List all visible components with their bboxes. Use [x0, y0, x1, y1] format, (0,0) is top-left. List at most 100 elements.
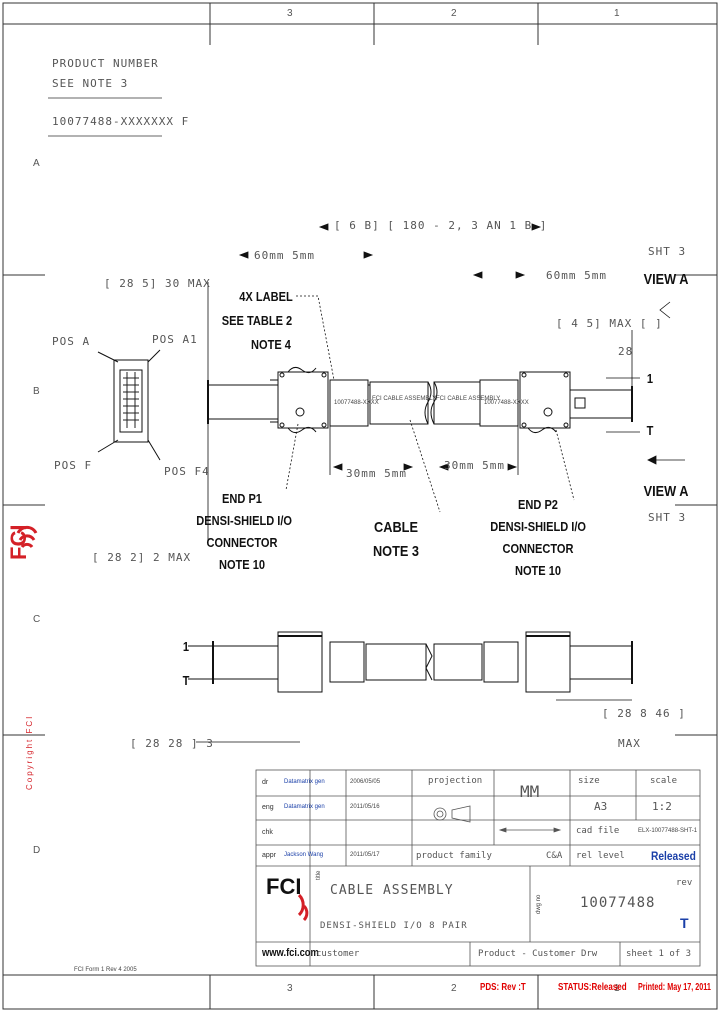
product-number-note: SEE NOTE 3 — [52, 77, 129, 90]
footer-printed: Printed: May 17, 2011 — [638, 982, 711, 993]
fci-side-text: FCI — [6, 524, 31, 560]
leader-lines — [285, 295, 575, 513]
tb-dr-name: Datamatrix gen — [284, 779, 325, 785]
zone-top-3: 3 — [287, 8, 293, 19]
tb-chk-label: chk — [262, 829, 273, 836]
end-p2-note: NOTE 10 — [514, 563, 562, 578]
marker-t-side: T — [182, 673, 190, 688]
zone-top-1: 1 — [614, 8, 620, 19]
zone-bottom-2: 2 — [451, 983, 457, 994]
zone-side-a: A — [33, 158, 40, 169]
dim-right-tail: 60mm 5mm — [546, 269, 607, 282]
view-a-top: VIEW A — [643, 271, 689, 288]
marker-1-side: 1 — [182, 639, 190, 654]
tb-customer-label: customer — [316, 949, 360, 959]
tb-size-label: size — [578, 776, 600, 786]
cable-label-left: 10077488-XXXX — [334, 400, 379, 406]
tb-eng-label: eng — [262, 804, 274, 811]
footer-form-note: FCI Form 1 Rev 4 2005 — [74, 967, 137, 973]
tb-units: MM — [520, 782, 540, 801]
zone-side-b: B — [33, 386, 40, 397]
tb-appr-name: Jackson Wang — [284, 852, 324, 858]
dim-left-tail: 60mm 5mm — [254, 249, 315, 262]
tb-rel-level-label: rel level — [576, 851, 625, 861]
tb-company-url: www.fci.com — [262, 947, 319, 959]
tb-dwg-value: 10077488 — [580, 895, 656, 911]
zone-bottom-1: 1 — [614, 983, 620, 994]
tb-cad-label: cad file — [576, 826, 620, 836]
tb-product-customer: Product - Customer Drw — [478, 949, 598, 959]
label-pos-f4: POS F4 — [164, 465, 210, 478]
tb-size-value: A3 — [594, 800, 608, 813]
fci-logo-text: FCI — [266, 874, 302, 899]
fci-logo — [297, 893, 309, 922]
label-pos-a1: POS A1 — [152, 333, 198, 346]
dim-30-right: 30mm 5mm — [444, 459, 505, 472]
dim-30-left: 30mm 5mm — [346, 467, 407, 480]
cable-label-right: 10077488-XXXX — [484, 400, 529, 406]
marker-1-top: 1 — [646, 371, 654, 386]
dim-overall-length: [ 6 B] [ 180 - 2, 3 AN 1 B ] — [334, 219, 548, 232]
connector-face-view — [97, 349, 161, 461]
tb-cad-value: ELX-10077488-SHT-1 — [638, 828, 698, 834]
dimension-lines — [207, 223, 685, 540]
end-p1-title: END P1 — [222, 491, 262, 506]
end-p2-type: DENSI-SHIELD I/O — [490, 519, 587, 534]
product-number-value: 10077488-XXXXXXX F — [52, 115, 190, 128]
cable-note: NOTE 3 — [372, 543, 420, 560]
tb-appr-date: 2011/05/17 — [350, 852, 380, 858]
view-a-bottom: VIEW A — [643, 483, 689, 500]
tb-rev-value: T — [680, 915, 689, 931]
tb-projection-label: projection — [428, 776, 483, 786]
end-p2-title: END P2 — [518, 497, 558, 512]
dim-left-lower: [ 28 2] 2 MAX — [92, 551, 192, 564]
tb-rel-level-value: Released — [651, 849, 696, 863]
dim-bottom-right-max: MAX — [618, 737, 641, 750]
tb-rev-label: rev — [676, 878, 693, 888]
fci-side-logo — [16, 525, 38, 549]
footer-status: STATUS:Released — [558, 982, 627, 993]
tb-appr-label: appr — [262, 852, 277, 859]
product-number-frame — [48, 97, 162, 137]
end-p1-note: NOTE 10 — [218, 557, 266, 572]
tb-sheet: sheet 1 of 3 — [626, 949, 692, 959]
tb-family-label: product family — [416, 851, 492, 861]
dim-right-28: 28 — [618, 345, 634, 358]
label-pos-f: POS F — [54, 459, 93, 472]
sht-3-bottom: SHT 3 — [648, 511, 687, 524]
zone-top-2: 2 — [451, 8, 457, 19]
tb-eng-date: 2011/05/16 — [350, 804, 380, 810]
zone-side-d: D — [33, 845, 41, 856]
end-p1-connector: CONNECTOR — [206, 535, 278, 550]
label-pos-a: POS A — [52, 335, 91, 348]
callout-see-table: SEE TABLE 2 — [221, 313, 293, 328]
callout-note-4: NOTE 4 — [251, 337, 291, 352]
copyright-text: Copyright FCI — [25, 714, 34, 790]
tb-scale-value: 1:2 — [652, 800, 672, 813]
tb-title-value: CABLE ASSEMBLY — [330, 883, 454, 898]
sht-3-top: SHT 3 — [648, 245, 687, 258]
callout-4x-label: 4X LABEL — [239, 289, 293, 304]
marker-t-top: T — [646, 423, 654, 438]
tb-dr-date: 2006/05/05 — [350, 779, 381, 785]
side-view-assembly — [188, 631, 633, 743]
tb-dwg-label: dwg no — [536, 894, 542, 914]
tb-dr-label: dr — [262, 779, 269, 786]
product-number-heading: PRODUCT NUMBER — [52, 57, 159, 70]
dim-bottom-right: [ 28 8 46 ] — [602, 707, 686, 720]
tb-family-value: C&A — [546, 851, 563, 861]
title-block-frame — [255, 769, 701, 967]
tb-subtitle-value: DENSI-SHIELD I/O 8 PAIR — [320, 921, 468, 931]
cable-label-mid1: FCI CABLE ASSEMBLY — [372, 396, 437, 402]
cable-label-mid2: FCI CABLE ASSEMBLY — [436, 396, 501, 402]
cable-label: CABLE — [374, 519, 418, 536]
tb-scale-label: scale — [650, 776, 678, 786]
tb-eng-name: Datamatrix gen — [284, 804, 325, 810]
dim-bottom-left: [ 28 28 ] 3 — [130, 737, 214, 750]
zone-bottom-3: 3 — [287, 983, 293, 994]
tb-title-label: title — [316, 870, 322, 880]
dim-right-height: [ 4 5] MAX [ ] — [556, 317, 663, 330]
zone-side-c: C — [33, 614, 41, 625]
